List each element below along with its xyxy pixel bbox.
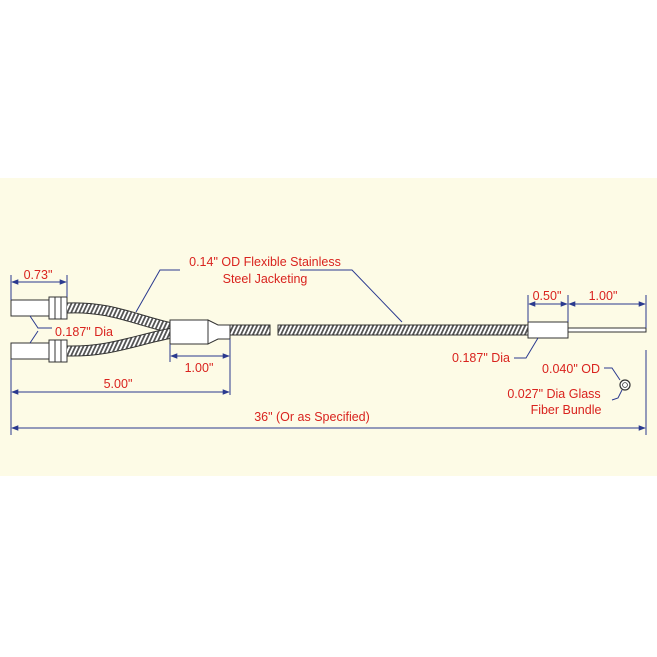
fiber-end-view-icon (619, 379, 631, 391)
label-jacketing-line2: Steel Jacketing (223, 272, 308, 286)
jacket-branch-upper (66, 302, 174, 334)
breakout-tube (169, 319, 231, 345)
label-050: 0.50" (533, 289, 562, 303)
fiber-bundle-tip (567, 327, 647, 333)
label-fiber-line1: 0.027" Dia Glass (507, 387, 600, 401)
dimension-lines (10, 269, 647, 435)
label-jacketing-line1: 0.14" OD Flexible Stainless (189, 255, 341, 269)
label-0187-dia-left: 0.187" Dia (55, 325, 113, 339)
label-100-left: 1.00" (185, 361, 214, 375)
label-100-right: 1.00" (589, 289, 618, 303)
label-fiber-line2: Fiber Bundle (531, 403, 602, 417)
left-connector-lower (10, 339, 68, 363)
left-connector-upper (10, 296, 68, 320)
label-od: 0.040" OD (542, 362, 600, 376)
jacket-branch-lower (66, 327, 174, 357)
main-jacket (229, 324, 529, 336)
right-ferrule (527, 321, 569, 339)
label-500: 5.00" (104, 377, 133, 391)
label-0187-dia-right: 0.187" Dia (452, 351, 510, 365)
label-073: 0.73" (24, 268, 53, 282)
label-36-or-as-specified: 36" (Or as Specified) (254, 410, 370, 424)
